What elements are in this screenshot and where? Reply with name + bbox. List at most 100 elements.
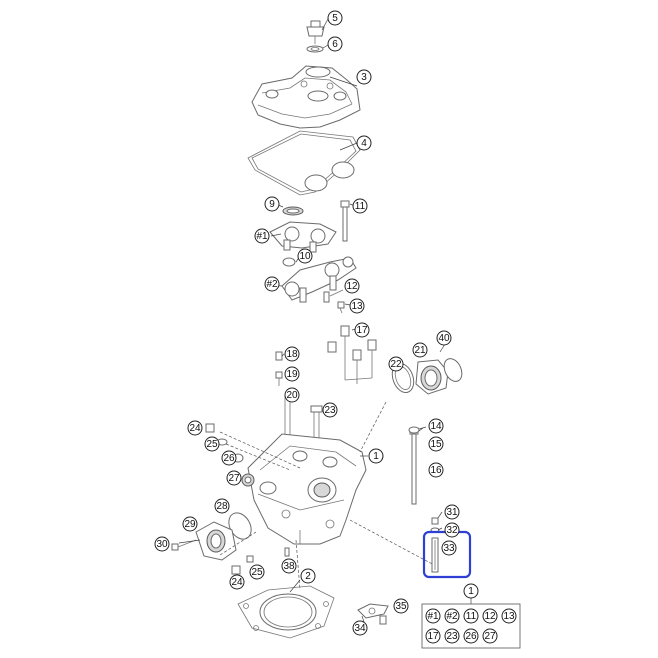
kit-item-row2-1: 23 xyxy=(444,628,460,644)
kit-item-row1-0: #1 xyxy=(425,608,441,624)
callout-c27: 27 xyxy=(226,470,242,486)
callout-c17-label: 17 xyxy=(356,325,368,336)
kit-item-row2-2: 26 xyxy=(463,628,479,644)
callout-c10-circle xyxy=(297,248,313,264)
callout-c6-circle xyxy=(327,36,343,52)
callout-c2a-circle xyxy=(264,276,280,292)
callout-c22-circle xyxy=(388,356,404,372)
guide-rail-34 xyxy=(357,603,389,619)
callout-c1b: 1 xyxy=(463,583,479,599)
callout-c4: 4 xyxy=(356,135,372,151)
callout-c27-circle xyxy=(226,470,242,486)
camshaft-bridge-2 xyxy=(281,256,357,303)
callout-c6: 6 xyxy=(327,36,343,52)
callout-c11-label: 11 xyxy=(355,201,366,212)
callout-c1a: #1 xyxy=(254,228,270,244)
callout-c2a: #2 xyxy=(264,276,280,292)
callout-c26: 26 xyxy=(221,450,237,466)
callout-c25a: 25 xyxy=(204,436,220,452)
callout-c24a: 24 xyxy=(187,420,203,436)
callout-c5-label: 5 xyxy=(332,13,338,24)
kit-item-row2-2-circle xyxy=(463,628,479,644)
kit-item-row2-3-label: 27 xyxy=(484,631,496,642)
callout-c14-circle xyxy=(428,418,444,434)
callout-c20-label: 20 xyxy=(286,390,298,401)
callout-c12-circle xyxy=(344,278,360,294)
callout-c18-circle xyxy=(284,346,300,362)
callout-c1b-circle xyxy=(463,583,479,599)
callout-c9-circle xyxy=(264,196,280,212)
long-stud-33 xyxy=(431,537,439,573)
callout-c23: 23 xyxy=(322,402,338,418)
washer-25-lower xyxy=(246,555,254,563)
callout-c20: 20 xyxy=(284,387,300,403)
callout-c21-label: 21 xyxy=(414,345,426,356)
callout-c14: 14 xyxy=(428,418,444,434)
kit-item-row2-0-label: 17 xyxy=(427,631,439,642)
callout-c17-circle xyxy=(354,322,370,338)
kit-item-row1-2: 11 xyxy=(463,608,479,624)
callout-c34-label: 34 xyxy=(354,623,366,634)
kit-item-row1-1-circle xyxy=(444,608,460,624)
callout-c23-label: 23 xyxy=(324,405,336,416)
callout-c24b-circle xyxy=(229,574,245,590)
callout-c30-label: 30 xyxy=(156,539,168,550)
kit-item-row1-2-label: 11 xyxy=(466,611,477,622)
callout-c30-circle xyxy=(154,536,170,552)
hose-clamp-40 xyxy=(443,358,463,382)
callout-c1b-label: 1 xyxy=(468,586,474,597)
callout-c1a-circle xyxy=(254,228,270,244)
nut-24-lower xyxy=(231,565,241,575)
callout-c18: 18 xyxy=(284,346,300,362)
callout-c14-label: 14 xyxy=(430,421,442,432)
callout-c12-label: 12 xyxy=(346,281,358,292)
callout-c10-label: 10 xyxy=(299,251,311,262)
callout-c28-circle xyxy=(214,498,230,514)
callout-c40-circle xyxy=(436,330,452,346)
callout-c25b: 25 xyxy=(249,564,265,580)
valve-cover xyxy=(251,65,361,129)
kit-item-row2-0-circle xyxy=(425,628,441,644)
callout-c16-label: 16 xyxy=(430,465,442,476)
callout-c22-label: 22 xyxy=(390,359,402,370)
kit-item-row1-0-circle xyxy=(425,608,441,624)
callout-c24a-label: 24 xyxy=(189,423,201,434)
callout-c15-label: 15 xyxy=(430,439,442,450)
callout-c21-circle xyxy=(412,342,428,358)
callout-c25b-label: 25 xyxy=(251,567,263,578)
cylinder-head xyxy=(247,433,367,545)
callout-c34: 34 xyxy=(352,620,368,636)
rocker-shaft-ring xyxy=(282,257,296,267)
nut-31 xyxy=(431,517,439,525)
bolt-35 xyxy=(379,615,387,625)
callout-c22: 22 xyxy=(388,356,404,372)
callout-c12: 12 xyxy=(344,278,360,294)
callout-c25a-label: 25 xyxy=(206,439,218,450)
callout-c38: 38 xyxy=(281,558,297,574)
callout-c20-circle xyxy=(284,387,300,403)
kit-item-row1-0-label: #1 xyxy=(427,611,439,622)
kit-item-row1-4: 13 xyxy=(501,608,517,624)
callout-c13: 13 xyxy=(349,298,365,314)
stud-19 xyxy=(275,371,283,386)
callout-c33: 33 xyxy=(441,540,457,556)
seal-ring xyxy=(282,206,304,216)
o-ring-27 xyxy=(241,473,255,487)
callout-c30: 30 xyxy=(154,536,170,552)
callout-c24b: 24 xyxy=(229,574,245,590)
callout-c27-label: 27 xyxy=(228,473,240,484)
callout-c35-circle xyxy=(393,598,409,614)
callout-c1: 1 xyxy=(368,448,384,464)
kit-item-row1-4-label: 13 xyxy=(503,611,515,622)
callout-c31-label: 31 xyxy=(446,507,458,518)
callout-c19: 19 xyxy=(284,366,300,382)
callout-c26-circle xyxy=(221,450,237,466)
kit-item-row1-4-circle xyxy=(501,608,517,624)
dowel-38 xyxy=(284,547,290,557)
callout-c2-circle xyxy=(300,568,316,584)
kit-item-row1-2-circle xyxy=(463,608,479,624)
small-bolt-12 xyxy=(323,289,344,303)
callout-c34-circle xyxy=(352,620,368,636)
callout-c2-label: 2 xyxy=(305,571,311,582)
